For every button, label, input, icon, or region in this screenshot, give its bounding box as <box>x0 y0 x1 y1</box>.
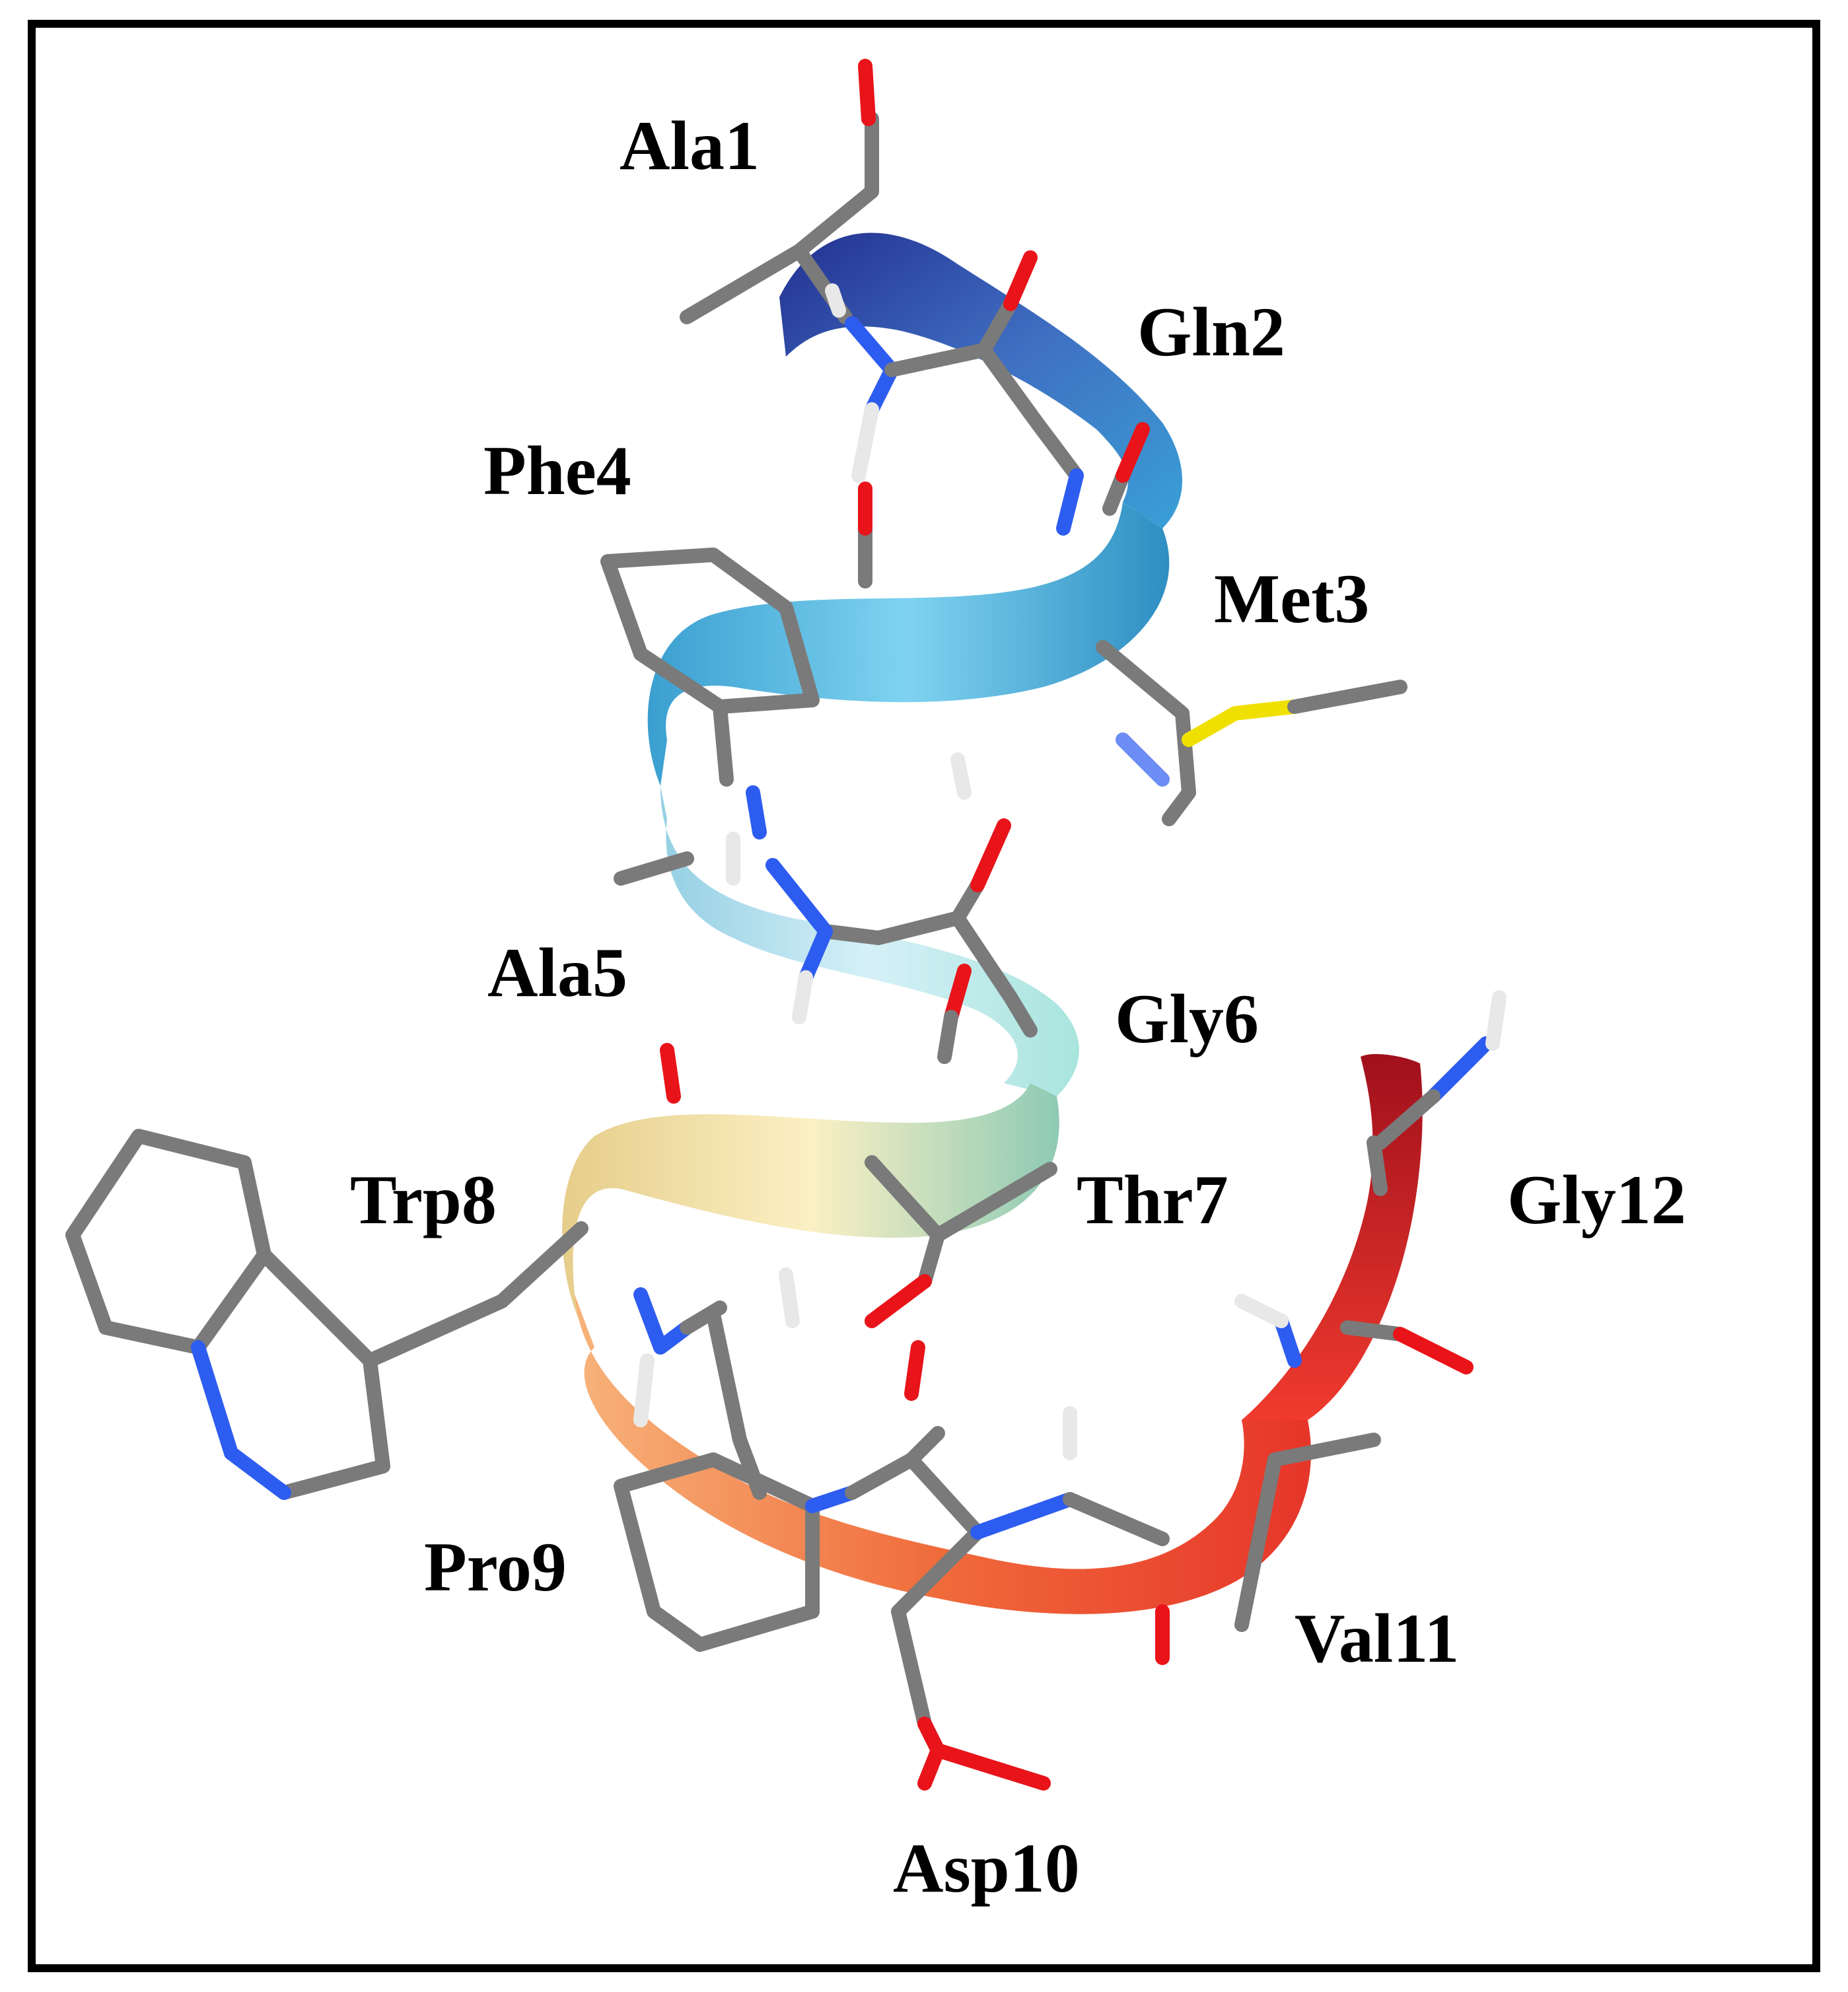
trp8-ring <box>65 1129 271 1355</box>
label-phe4: Phe4 <box>483 432 631 509</box>
phe4-ring <box>600 548 820 714</box>
stick-model <box>65 59 1507 1791</box>
ribbon-segment-5 <box>575 1295 1311 1614</box>
residue-labels: Ala1 Gln2 Met3 Phe4 Ala5 Gly6 Thr7 Trp8 … <box>350 107 1686 1907</box>
label-thr7: Thr7 <box>1077 1161 1228 1238</box>
label-gly6: Gly6 <box>1115 980 1259 1057</box>
label-val11: Val11 <box>1295 1600 1459 1677</box>
label-ala1: Ala1 <box>620 107 760 184</box>
pro9-ring <box>614 1452 820 1652</box>
ribbon-segment-2 <box>647 502 1170 786</box>
figure-frame <box>28 20 1820 1972</box>
label-trp8: Trp8 <box>350 1161 497 1238</box>
ribbon-segment-4 <box>562 1083 1059 1347</box>
label-ala5: Ala5 <box>487 934 627 1011</box>
label-met3: Met3 <box>1214 560 1369 637</box>
label-gly12: Gly12 <box>1507 1161 1686 1238</box>
ribbon-segment-6 <box>1242 1053 1423 1420</box>
ribbon-segment-1 <box>779 232 1182 528</box>
label-asp10: Asp10 <box>893 1830 1080 1907</box>
label-gln2: Gln2 <box>1137 293 1285 371</box>
label-pro9: Pro9 <box>424 1528 567 1606</box>
ribbon <box>562 232 1423 1614</box>
